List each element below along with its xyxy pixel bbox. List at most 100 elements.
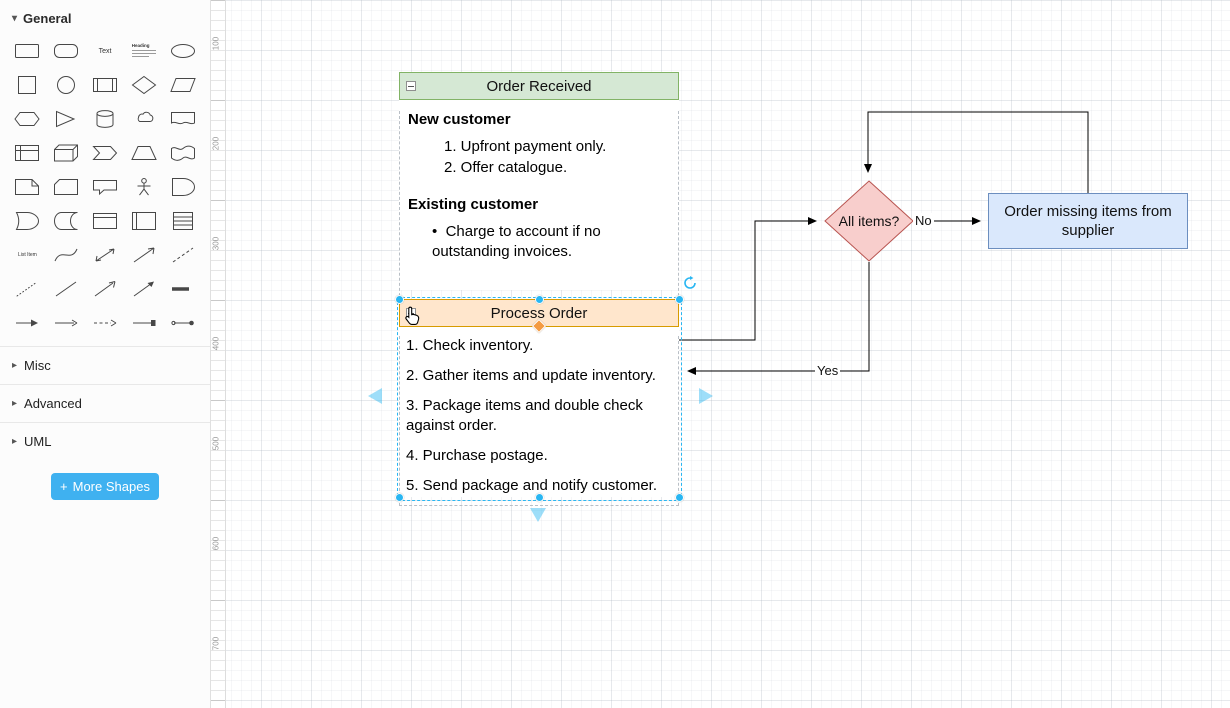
shape-ellipse-icon[interactable] xyxy=(163,34,202,68)
shape-diagonal-arrow-icon[interactable] xyxy=(124,238,163,272)
shape-callout-icon[interactable] xyxy=(86,170,125,204)
all-items-decision[interactable]: All items? xyxy=(824,180,914,262)
shape-triangle-icon[interactable] xyxy=(47,102,86,136)
shape-dashed-arrow-icon[interactable] xyxy=(86,306,125,340)
vertical-ruler[interactable]: 100 200 300 400 500 600 700 xyxy=(211,0,226,708)
shape-or-icon[interactable] xyxy=(163,170,202,204)
shape-connector-icon[interactable] xyxy=(124,306,163,340)
chevron-right-icon: ▸ xyxy=(12,436,18,447)
ruler-label: 700 xyxy=(211,636,221,651)
ruler-label: 600 xyxy=(211,536,221,551)
list-item: 1. Check inventory. xyxy=(406,337,534,354)
edge-label-yes[interactable]: Yes xyxy=(815,363,841,378)
resize-handle-nw[interactable] xyxy=(395,295,404,304)
sidebar-section-misc[interactable]: ▸ Misc xyxy=(0,346,210,384)
node-label: Order missing items from supplier xyxy=(1004,202,1172,240)
resize-handle-n[interactable] xyxy=(535,295,544,304)
shape-dotted-line-icon[interactable] xyxy=(8,272,47,306)
order-missing-items-node[interactable]: Order missing items from supplier xyxy=(988,193,1188,249)
shape-circle-icon[interactable] xyxy=(47,68,86,102)
sidebar-section-label: UML xyxy=(24,434,52,449)
shape-hexagon-icon[interactable] xyxy=(8,102,47,136)
shape-step-icon[interactable] xyxy=(86,136,125,170)
direction-arrow-right-icon[interactable] xyxy=(699,388,713,404)
shape-rounded-rectangle-icon[interactable] xyxy=(47,34,86,68)
list-item: 2. Offer catalogue. xyxy=(444,159,568,176)
shape-process-icon[interactable] xyxy=(86,68,125,102)
sidebar-section-label: Advanced xyxy=(24,396,82,411)
container-title: Process Order xyxy=(490,304,588,322)
ruler-label: 500 xyxy=(211,436,221,451)
list-item: 4. Purchase postage. xyxy=(406,447,548,464)
direction-arrow-left-icon[interactable] xyxy=(368,388,382,404)
shape-tape-icon[interactable] xyxy=(163,136,202,170)
resize-handle-se[interactable] xyxy=(675,493,684,502)
shape-data-storage-icon[interactable] xyxy=(47,204,86,238)
container-title: Order Received xyxy=(486,77,592,95)
sidebar-section-uml[interactable]: ▸ UML xyxy=(0,422,210,460)
rotate-handle-icon[interactable] xyxy=(683,276,697,295)
shape-simple-arrow-icon[interactable] xyxy=(47,306,86,340)
shape-cube-icon[interactable] xyxy=(47,136,86,170)
more-shapes-label: More Shapes xyxy=(72,479,150,494)
resize-handle-s[interactable] xyxy=(535,493,544,502)
list-item: 3. Package items and double check agains… xyxy=(406,397,643,434)
shape-note-icon[interactable] xyxy=(8,170,47,204)
sidebar-section-general[interactable]: ▾ General xyxy=(0,0,210,32)
list-item: Charge to account if no outstanding invo… xyxy=(432,223,601,260)
collapse-icon[interactable] xyxy=(406,308,416,318)
shape-diamond-icon[interactable] xyxy=(124,68,163,102)
decision-label: All items? xyxy=(838,213,900,229)
shape-curve-icon[interactable] xyxy=(47,238,86,272)
shape-document-icon[interactable] xyxy=(163,102,202,136)
shape-grid: Text Heading xyxy=(0,32,210,346)
shape-and-icon[interactable] xyxy=(8,204,47,238)
direction-arrow-down-icon[interactable] xyxy=(530,508,546,522)
chevron-right-icon: ▸ xyxy=(12,360,18,371)
sidebar-section-advanced[interactable]: ▸ Advanced xyxy=(0,384,210,422)
sidebar-section-label: Misc xyxy=(24,358,51,373)
shape-dashed-line-icon[interactable] xyxy=(163,238,202,272)
flow-edges[interactable] xyxy=(211,0,1230,708)
shape-text-icon[interactable]: Text xyxy=(98,47,112,55)
shape-diagonal-arrow-filled-icon[interactable] xyxy=(124,272,163,306)
shape-rectangle-icon[interactable] xyxy=(8,34,47,68)
shape-line-icon[interactable] xyxy=(47,272,86,306)
list-item: 1. Upfront payment only. xyxy=(444,138,607,155)
shape-textbox-icon[interactable]: Heading xyxy=(124,34,163,68)
order-received-container[interactable]: Order Received New customer 1. Upfront p… xyxy=(399,72,679,301)
shape-cloud-icon[interactable] xyxy=(124,102,163,136)
order-received-header[interactable]: Order Received xyxy=(399,72,679,100)
shape-cylinder-icon[interactable] xyxy=(86,102,125,136)
resize-handle-ne[interactable] xyxy=(675,295,684,304)
shape-card-icon[interactable] xyxy=(47,170,86,204)
shape-internal-storage-icon[interactable] xyxy=(8,136,47,170)
resize-handle-sw[interactable] xyxy=(395,493,404,502)
shape-diagonal-arrow-open-icon[interactable] xyxy=(86,272,125,306)
shape-directional-arrow-icon[interactable] xyxy=(8,306,47,340)
shape-directional-connector-icon[interactable] xyxy=(163,306,202,340)
shape-square-icon[interactable] xyxy=(8,68,47,102)
more-shapes-button[interactable]: + More Shapes xyxy=(51,473,159,500)
chevron-down-icon: ▾ xyxy=(12,13,18,24)
edge-decision-to-process-yes xyxy=(687,262,870,375)
shape-list-icon[interactable] xyxy=(163,204,202,238)
ruler-label: 200 xyxy=(211,136,221,151)
shape-list-item-icon[interactable]: List Item xyxy=(17,252,37,258)
chevron-right-icon: ▸ xyxy=(12,398,18,409)
shape-parallelogram-icon[interactable] xyxy=(163,68,202,102)
collapse-icon[interactable] xyxy=(406,81,416,91)
edge-label-no[interactable]: No xyxy=(913,213,934,228)
shape-link-icon[interactable] xyxy=(163,272,202,306)
shape-bidirectional-arrow-icon[interactable] xyxy=(86,238,125,272)
heading-new-customer: New customer xyxy=(408,111,511,128)
shape-container-icon[interactable] xyxy=(86,204,125,238)
ruler-label: 100 xyxy=(211,36,221,51)
ruler-label: 300 xyxy=(211,236,221,251)
shape-vertical-container-icon[interactable] xyxy=(124,204,163,238)
shape-actor-icon[interactable] xyxy=(124,170,163,204)
edge-process-to-decision xyxy=(679,217,817,341)
diagram-canvas[interactable]: 100 200 300 400 500 600 700 No Yes xyxy=(211,0,1230,708)
shape-trapezoid-icon[interactable] xyxy=(124,136,163,170)
